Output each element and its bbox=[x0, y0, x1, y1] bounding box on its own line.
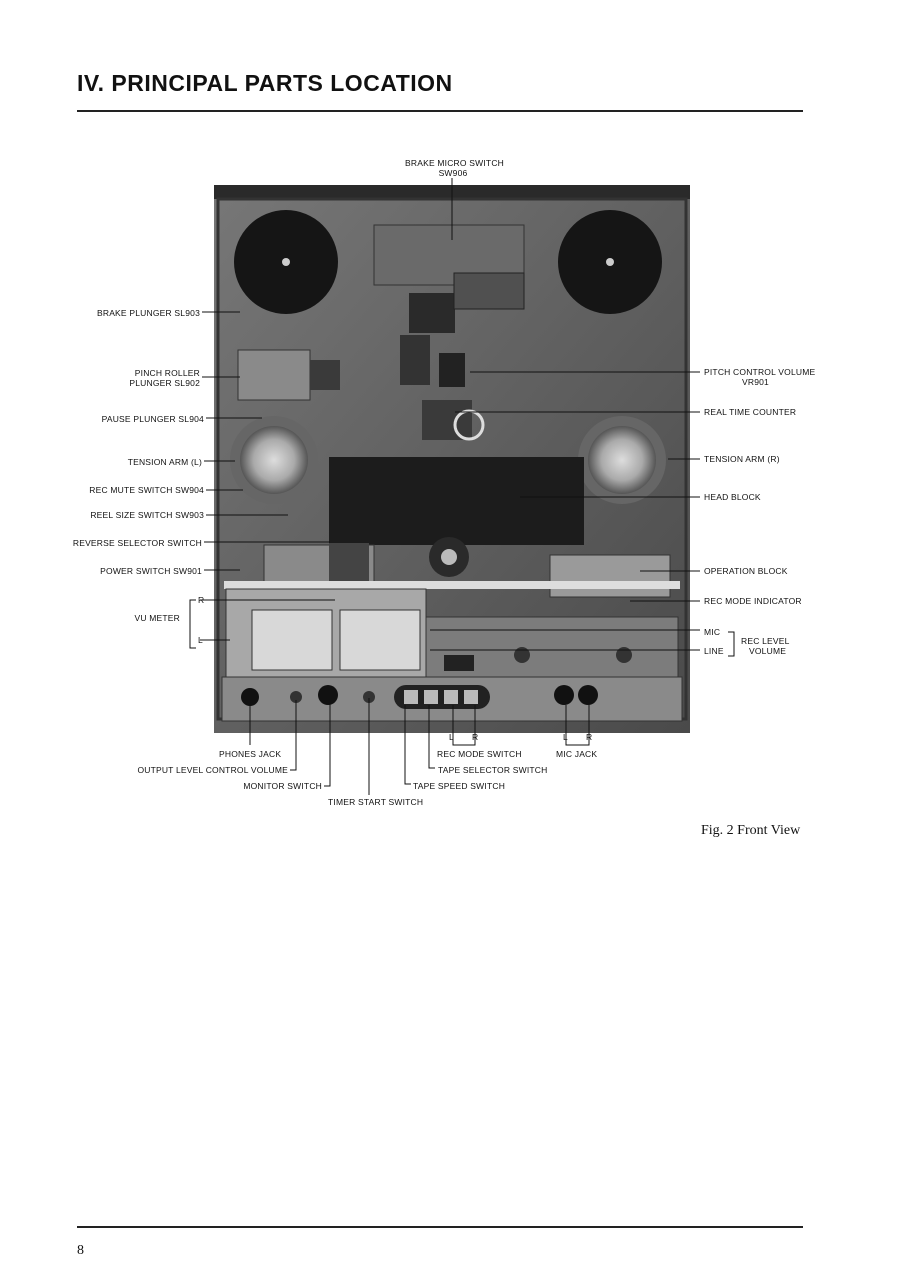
vu-meter-right bbox=[339, 609, 421, 671]
label-volume: VOLUME bbox=[749, 646, 787, 656]
operation-block bbox=[549, 554, 671, 598]
page-title: IV. PRINCIPAL PARTS LOCATION bbox=[77, 70, 453, 96]
label-rec-level: REC LEVEL bbox=[741, 636, 790, 646]
label-timer-start-switch: TIMER START SWITCH bbox=[328, 797, 424, 807]
label-vr901: VR901 bbox=[742, 377, 769, 387]
footer-rule bbox=[77, 1226, 803, 1228]
label-pitch-control-volume: PITCH CONTROL VOLUME bbox=[704, 367, 816, 377]
label-vu-meter: VU METER bbox=[134, 613, 180, 623]
tension-arm-right bbox=[588, 426, 656, 494]
label-mic-jack-l: L bbox=[563, 732, 568, 742]
label-vu-l: L bbox=[198, 635, 203, 645]
label-operation-block: OPERATION BLOCK bbox=[704, 566, 788, 576]
label-reel-size-switch: REEL SIZE SWITCH SW903 bbox=[90, 510, 204, 520]
label-brake-plunger: BRAKE PLUNGER SL903 bbox=[96, 308, 200, 318]
label-pause-plunger: PAUSE PLUNGER SL904 bbox=[101, 414, 204, 424]
label-rec-mode-indicator: REC MODE INDICATOR bbox=[704, 596, 802, 606]
label-rec-mode-r: R bbox=[472, 732, 479, 742]
front-view-photo bbox=[214, 185, 690, 733]
tension-arm-left bbox=[240, 426, 308, 494]
label-plunger-sl902: PLUNGER SL902 bbox=[129, 378, 200, 388]
label-tape-speed-switch: TAPE SPEED SWITCH bbox=[413, 781, 506, 791]
label-sw906: SW906 bbox=[438, 168, 468, 178]
label-brake-micro-switch: BRAKE MICRO SWITCH bbox=[405, 158, 504, 168]
label-output-level-control-volume: OUTPUT LEVEL CONTROL VOLUME bbox=[137, 765, 288, 775]
label-tension-arm-r: TENSION ARM (R) bbox=[704, 454, 780, 464]
label-mic: MIC bbox=[704, 627, 721, 637]
label-vu-r: R bbox=[198, 595, 205, 605]
label-rec-mode-l: L bbox=[449, 732, 454, 742]
page-number: 8 bbox=[77, 1243, 84, 1258]
vu-meter-left bbox=[251, 609, 333, 671]
label-mic-jack: MIC JACK bbox=[556, 749, 598, 759]
header-rule bbox=[77, 110, 803, 112]
label-monitor-switch: MONITOR SWITCH bbox=[243, 781, 322, 791]
label-line: LINE bbox=[704, 646, 724, 656]
label-phones-jack: PHONES JACK bbox=[219, 749, 282, 759]
label-real-time-counter: REAL TIME COUNTER bbox=[704, 407, 797, 417]
label-reverse-selector-switch: REVERSE SELECTOR SWITCH bbox=[72, 538, 202, 548]
label-tension-arm-l: TENSION ARM (L) bbox=[127, 457, 202, 467]
label-rec-mute-switch: REC MUTE SWITCH SW904 bbox=[89, 485, 204, 495]
head-block bbox=[329, 457, 584, 545]
label-rec-mode-switch: REC MODE SWITCH bbox=[437, 749, 522, 759]
label-tape-selector-switch: TAPE SELECTOR SWITCH bbox=[438, 765, 548, 775]
figure-caption: Fig. 2 Front View bbox=[701, 823, 801, 838]
label-power-switch: POWER SWITCH SW901 bbox=[100, 566, 202, 576]
label-mic-jack-r: R bbox=[586, 732, 593, 742]
label-pinch-roller: PINCH ROLLER bbox=[134, 368, 200, 378]
label-head-block: HEAD BLOCK bbox=[704, 492, 761, 502]
